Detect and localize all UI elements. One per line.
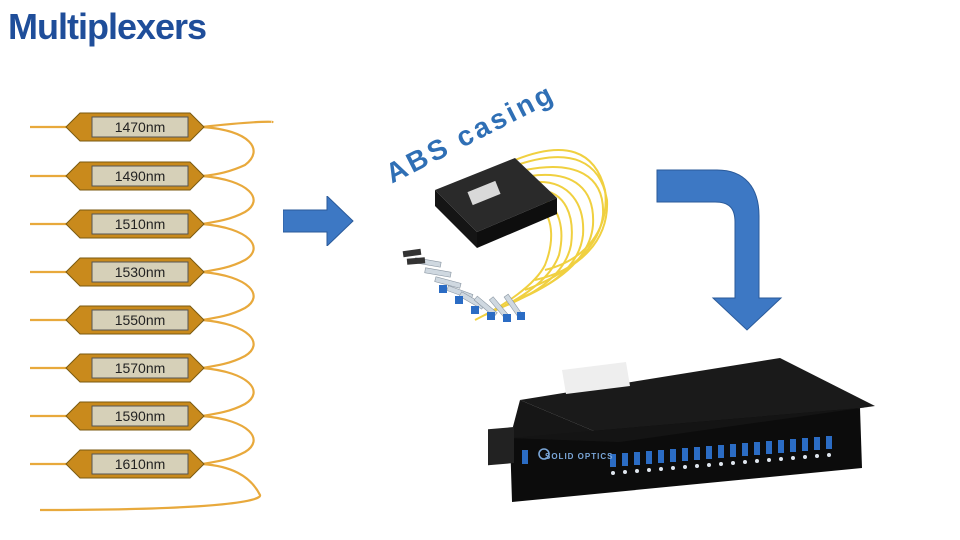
abs-module-illustration — [402, 149, 609, 322]
filter-label: 1570nm — [114, 360, 166, 376]
filter-label: 1470nm — [114, 119, 166, 135]
filter-label: 1590nm — [114, 408, 166, 424]
rack-mount-mux-illustration — [488, 358, 875, 502]
filter-label: 1530nm — [114, 264, 166, 280]
filter-array-drawing — [30, 112, 274, 512]
filter-label: 1550nm — [114, 312, 166, 328]
filter-label: 1510nm — [114, 216, 166, 232]
slide-title: Multiplexers — [8, 6, 207, 47]
arrow-right-icon — [283, 196, 354, 246]
filter-label: 1490nm — [114, 168, 166, 184]
brand-logo-text: SOLID OPTICS — [545, 452, 614, 461]
filter-array-illustration: 1470nm 1490nm 1510nm 1530nm 1550nm 1570n… — [30, 100, 280, 512]
arrow-bend-down-icon — [656, 169, 783, 331]
filter-label: 1610nm — [114, 456, 166, 472]
